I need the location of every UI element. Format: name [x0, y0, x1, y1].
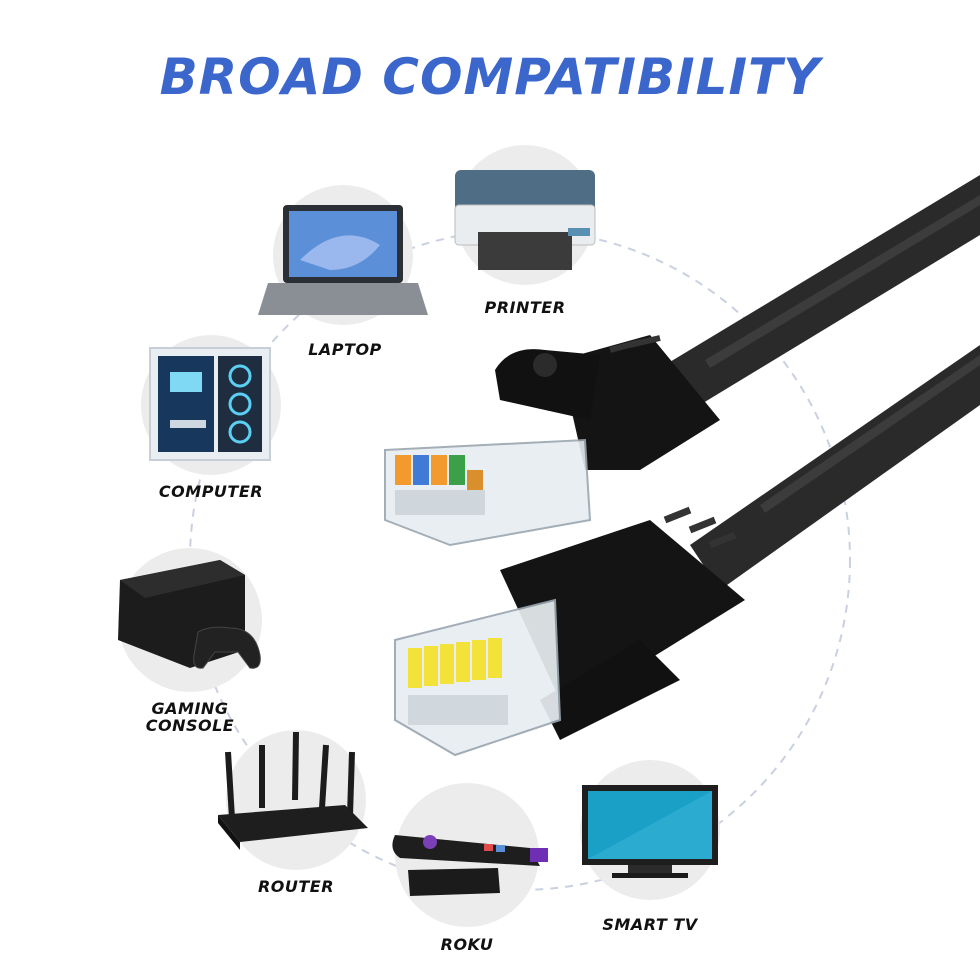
rj45-connector-bottom	[394, 506, 745, 757]
page-title: BROAD COMPATIBILITY	[159, 48, 821, 106]
smart-tv-label: SMART TV	[602, 915, 698, 934]
desktop-computer-icon	[149, 347, 271, 461]
tv-icon	[582, 785, 718, 878]
ethernet-cable-top	[640, 175, 980, 420]
printer-badge	[454, 145, 596, 285]
laptop-icon	[258, 205, 428, 315]
gaming-console-label-line-2: CONSOLE	[145, 716, 235, 735]
roku-label: ROKU	[440, 935, 494, 954]
streaming-remote-icon	[392, 835, 548, 896]
laptop-badge	[258, 185, 428, 325]
game-console-icon	[118, 560, 261, 669]
router-badge	[218, 730, 368, 870]
computer-badge	[141, 335, 281, 475]
computer-label: COMPUTER	[158, 482, 264, 501]
gaming-console-label-line-1: GAMING	[151, 699, 229, 718]
printer-label: PRINTER	[484, 298, 566, 317]
gaming-console-badge	[118, 548, 262, 692]
ethernet-cable-bottom	[690, 345, 980, 590]
router-icon	[218, 731, 368, 850]
printer-icon	[454, 170, 596, 270]
laptop-label: LAPTOP	[308, 340, 382, 359]
gaming-console-label: GAMING CONSOLE	[120, 700, 260, 734]
rj45-connector-top	[384, 335, 720, 547]
roku-badge	[392, 783, 548, 927]
tv-badge	[580, 760, 720, 900]
router-label: ROUTER	[257, 877, 335, 896]
